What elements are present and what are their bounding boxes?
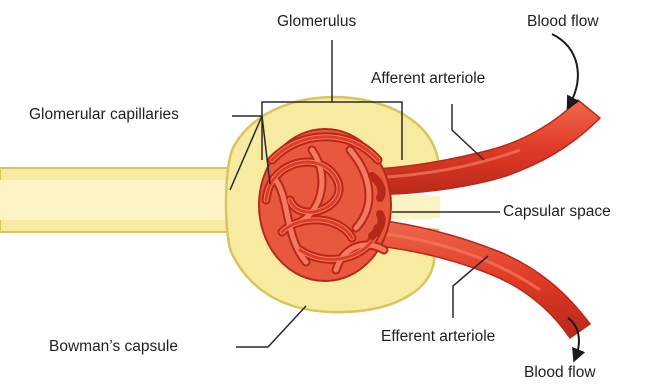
bowmans-capsule-label: Bowman’s capsule	[49, 338, 178, 356]
efferent-arteriole-label: Efferent arteriole	[381, 328, 495, 346]
glomerular-capillaries-label: Glomerular capillaries	[29, 106, 179, 124]
blood-flow-in-arrow	[552, 34, 578, 104]
blood-flow-out-label: Blood flow	[524, 364, 596, 382]
glomerulus-label: Glomerulus	[277, 13, 356, 31]
blood-flow-in-label: Blood flow	[527, 13, 599, 31]
bowmans-capsule-leader	[236, 306, 306, 347]
afferent-arteriole-leader	[452, 104, 484, 160]
glomerular-capillary-tuft	[259, 129, 391, 281]
capsular-space-label: Capsular space	[503, 203, 611, 221]
afferent-arteriole-label: Afferent arteriole	[371, 70, 485, 88]
